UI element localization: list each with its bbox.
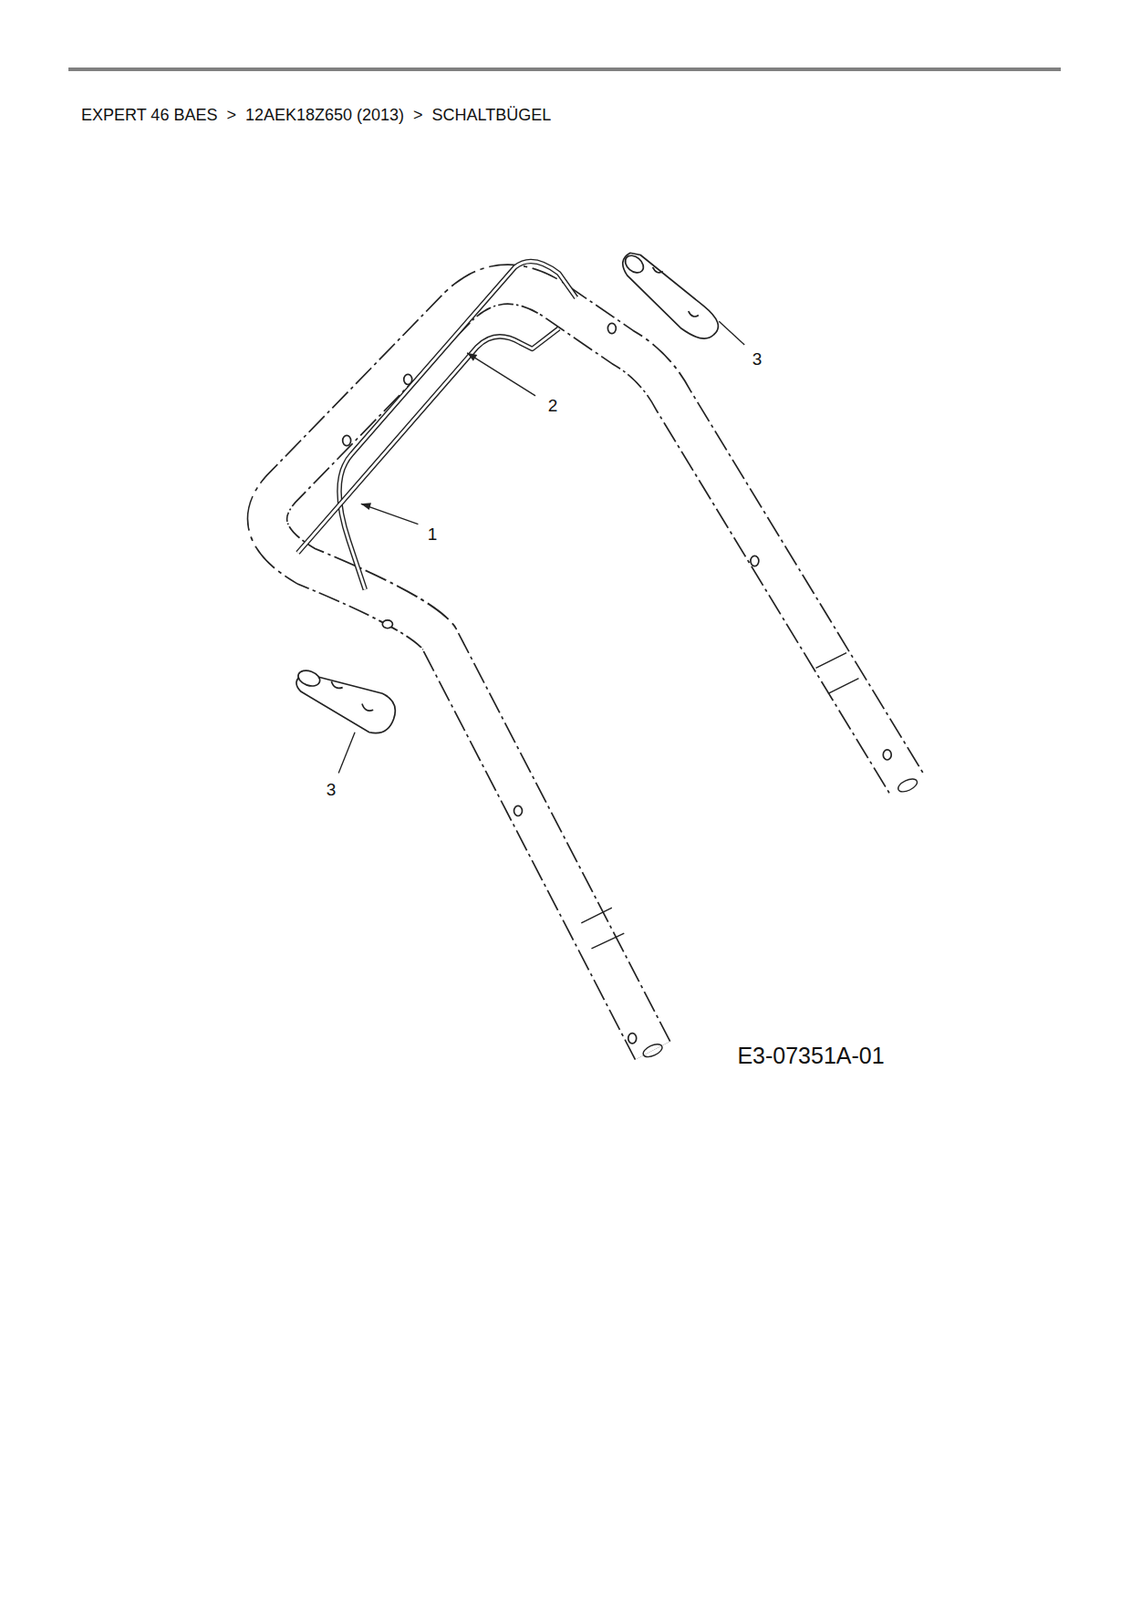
leader-lines — [338, 321, 745, 773]
bar-2 — [297, 328, 559, 553]
handle-tube-core — [267, 284, 908, 1051]
sleeve-3 — [622, 251, 719, 339]
leader-arrowheads — [361, 352, 478, 510]
handle-tube-outline — [267, 284, 908, 1051]
callout-number: 3 — [752, 349, 763, 370]
bar-2-core — [297, 328, 559, 553]
tube-joints — [581, 653, 859, 949]
sleeve-3 — [296, 667, 396, 734]
tube-end — [896, 776, 920, 795]
bail-1-core — [339, 260, 577, 590]
callout-number: 3 — [326, 779, 337, 800]
tube-end — [641, 1041, 665, 1060]
drawing-code: E3-07351A-01 — [736, 1042, 884, 1069]
bail-1 — [339, 260, 577, 590]
callout-number: 1 — [427, 524, 438, 545]
mount-holes — [342, 322, 893, 1043]
header-rule — [68, 67, 1061, 72]
breadcrumb-title: EXPERT 46 BAES > 12AEK18Z650 (2013) > SC… — [81, 105, 551, 125]
callout-number: 2 — [548, 395, 559, 416]
